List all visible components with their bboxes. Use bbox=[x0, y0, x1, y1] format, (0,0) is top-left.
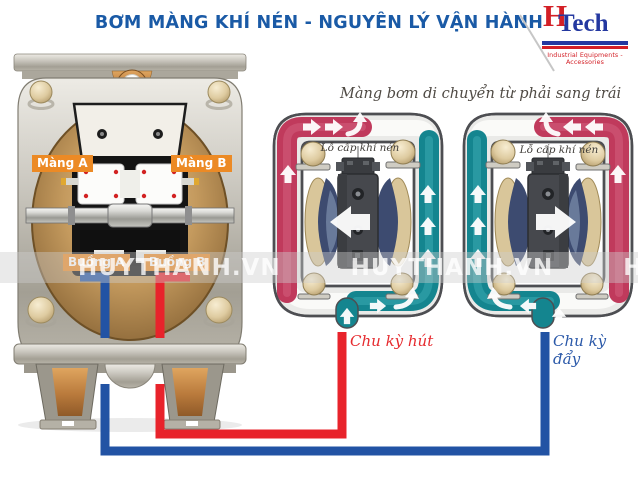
schematic-discharge-svg bbox=[462, 112, 634, 329]
logo-tagline: Industrial Equipments - Accessories bbox=[547, 52, 623, 66]
check-ball bbox=[29, 80, 53, 104]
check-ball bbox=[27, 296, 55, 324]
flow-arrows bbox=[280, 112, 436, 325]
label-chamber-a: Buồng A bbox=[63, 254, 130, 271]
label-chamber-b: Buồng B bbox=[144, 254, 211, 271]
check-ball bbox=[302, 272, 326, 296]
discharge-fluid-path bbox=[534, 117, 629, 303]
logo-word-tech: Tech bbox=[558, 10, 609, 37]
check-ball bbox=[580, 141, 606, 167]
schematic-suction-svg bbox=[272, 112, 444, 329]
discharge-fluid-path bbox=[277, 117, 372, 303]
air-valve-block bbox=[336, 146, 380, 269]
pump-cutaway-illustration bbox=[13, 53, 247, 432]
label-diaphragm-b: Màng B bbox=[171, 155, 232, 172]
inlet-bulge bbox=[104, 363, 156, 389]
inlet-stub bbox=[531, 297, 555, 329]
suction-cycle-caption: Chu kỳ hút bbox=[350, 332, 434, 350]
flow-arrows bbox=[470, 112, 626, 325]
logo-underline-red bbox=[542, 45, 628, 49]
air-inlet-label-discharge: Lỗ cấp khí nén bbox=[519, 144, 599, 156]
check-ball bbox=[390, 139, 416, 165]
check-ball bbox=[580, 272, 604, 296]
check-ball bbox=[205, 296, 233, 324]
page-title: BƠM MÀNG KHÍ NÉN - NGUYÊN LÝ VẬN HÀNH bbox=[94, 13, 544, 33]
check-ball bbox=[390, 272, 414, 296]
diaphragm-right bbox=[494, 177, 530, 267]
schematic-discharge bbox=[462, 110, 634, 334]
logo-swoosh-line bbox=[519, 14, 555, 72]
schematic-subtitle: Màng bơm di chuyển từ phải sang trái bbox=[340, 86, 622, 102]
check-ball bbox=[300, 141, 326, 167]
logo-letter-h: H bbox=[543, 0, 568, 33]
check-ball bbox=[492, 272, 516, 296]
diaphragm-direction-arrow bbox=[330, 206, 370, 238]
label-diaphragm-a: Màng A bbox=[32, 155, 93, 172]
air-valve-block bbox=[526, 146, 570, 269]
company-logo: H Tech Industrial Equipments - Accessori… bbox=[516, 0, 636, 72]
check-ball bbox=[207, 80, 231, 104]
air-inlet-label-suction: Lỗ cấp khí nén bbox=[320, 142, 400, 154]
diaphragm-direction-arrow bbox=[536, 206, 576, 238]
diaphragm-right bbox=[376, 177, 412, 267]
discharge-cycle-caption: Chu kỳ đẩy bbox=[553, 332, 607, 368]
schematic-suction bbox=[272, 110, 444, 334]
logo-underline-blue bbox=[542, 41, 628, 45]
check-ball bbox=[490, 139, 516, 165]
